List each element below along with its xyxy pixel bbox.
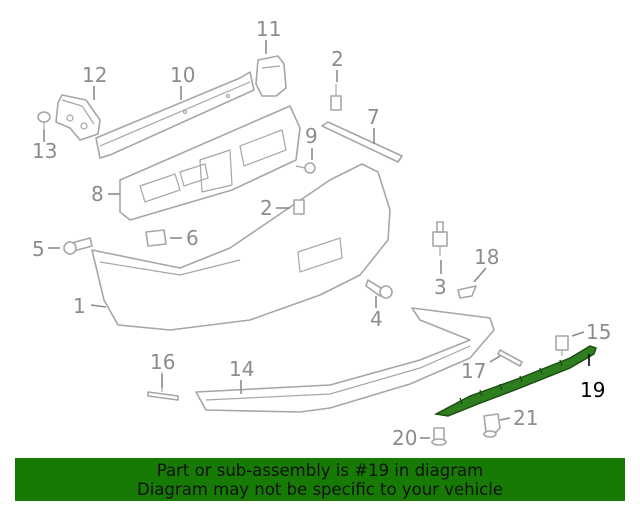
banner-line-1: Part or sub-assembly is #19 in diagram: [156, 461, 484, 480]
callout-6: 6: [186, 226, 199, 250]
part-15-clip: [555, 335, 569, 356]
callout-18: 18: [474, 245, 499, 269]
part-10-reinforcement: [95, 71, 255, 159]
callout-2-top: 2: [331, 47, 344, 71]
callout-labels: 1 2 2 3 4 5 6 7 8 9 10 11 12 13 14 15 16…: [32, 17, 611, 450]
callout-4: 4: [370, 307, 383, 331]
part-2-clip-top: [330, 84, 342, 111]
callout-3: 3: [434, 275, 447, 299]
part-2-clip-mid: [293, 199, 305, 215]
part-6-nut: [145, 229, 167, 247]
callout-1: 1: [73, 294, 86, 318]
callout-14: 14: [229, 357, 254, 381]
part-20-clip: [431, 427, 447, 446]
callout-9: 9: [305, 124, 318, 148]
callout-15: 15: [586, 320, 611, 344]
callout-10: 10: [170, 63, 195, 87]
part-16-pin: [147, 372, 179, 401]
part-12-bracket: [55, 94, 101, 141]
callout-13: 13: [32, 139, 57, 163]
callout-8: 8: [91, 182, 104, 206]
callout-21: 21: [513, 406, 538, 430]
part-7-trim: [321, 121, 403, 163]
part-13-bolt: [37, 111, 51, 132]
part-14-valance: [195, 307, 495, 413]
part-1-bumper-cover: [91, 163, 391, 331]
callout-12: 12: [82, 63, 107, 87]
callout-17: 17: [461, 359, 486, 383]
part-4-screw: [365, 279, 393, 299]
part-3-clip: [432, 221, 448, 256]
banner-line-2: Diagram may not be specific to your vehi…: [137, 480, 503, 499]
part-21-clip: [483, 413, 501, 438]
callout-19: 19: [580, 378, 605, 402]
callout-5: 5: [32, 237, 45, 261]
info-banner: Part or sub-assembly is #19 in diagram D…: [15, 458, 625, 501]
callout-7: 7: [367, 105, 380, 129]
part-17-pin: [497, 349, 523, 367]
part-9-screw: [295, 162, 316, 174]
part-18-clip: [457, 285, 477, 299]
parts-diagram: 1 2 2 3 4 5 6 7 8 9 10 11 12 13 14 15 16…: [32, 17, 611, 450]
part-8-absorber: [119, 105, 301, 221]
callout-2-mid: 2: [260, 196, 273, 220]
part-19-deflector: [433, 345, 597, 417]
leader-lines: [43, 40, 590, 439]
callout-20: 20: [392, 426, 417, 450]
part-11-bracket: [255, 55, 287, 97]
part-5-bolt: [63, 237, 93, 255]
callout-11: 11: [256, 17, 281, 41]
callout-16: 16: [150, 350, 175, 374]
